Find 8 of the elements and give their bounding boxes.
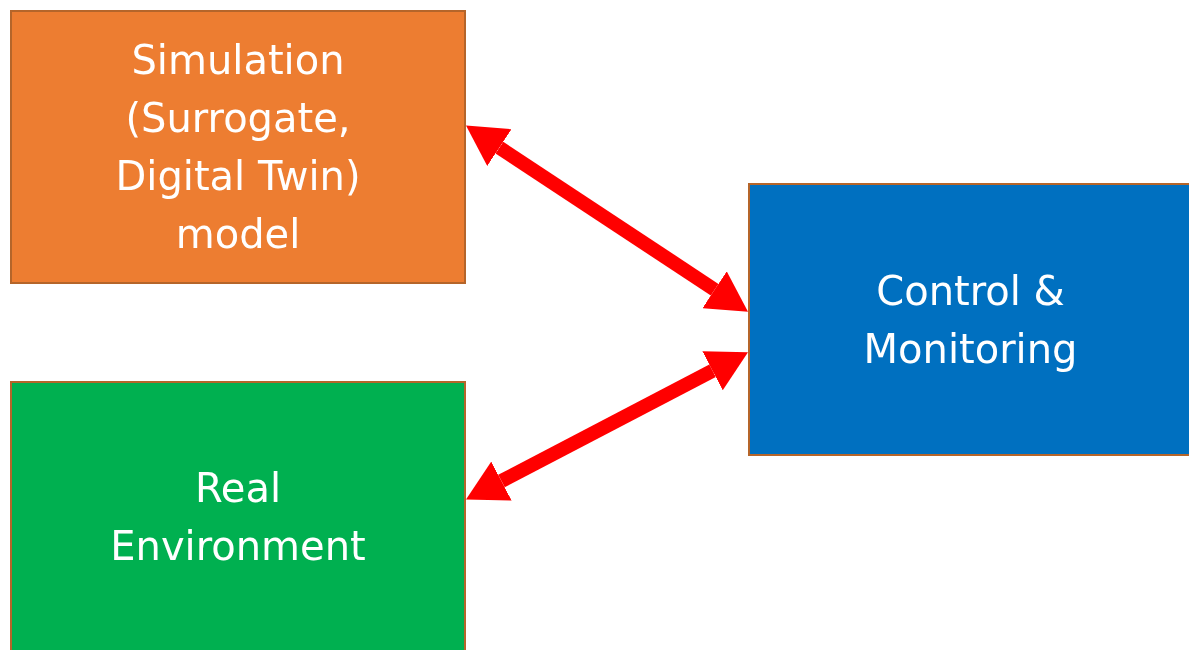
double-arrow <box>466 125 748 312</box>
box-label: Real Environment <box>109 463 367 571</box>
box-label: Simulation (Surrogate, Digital Twin) model <box>114 36 362 259</box>
process-box <box>748 183 1189 456</box>
process-box <box>10 381 466 650</box>
double-arrow <box>466 351 748 501</box>
box-label: Control & Monitoring <box>862 266 1079 374</box>
process-box <box>10 10 466 284</box>
